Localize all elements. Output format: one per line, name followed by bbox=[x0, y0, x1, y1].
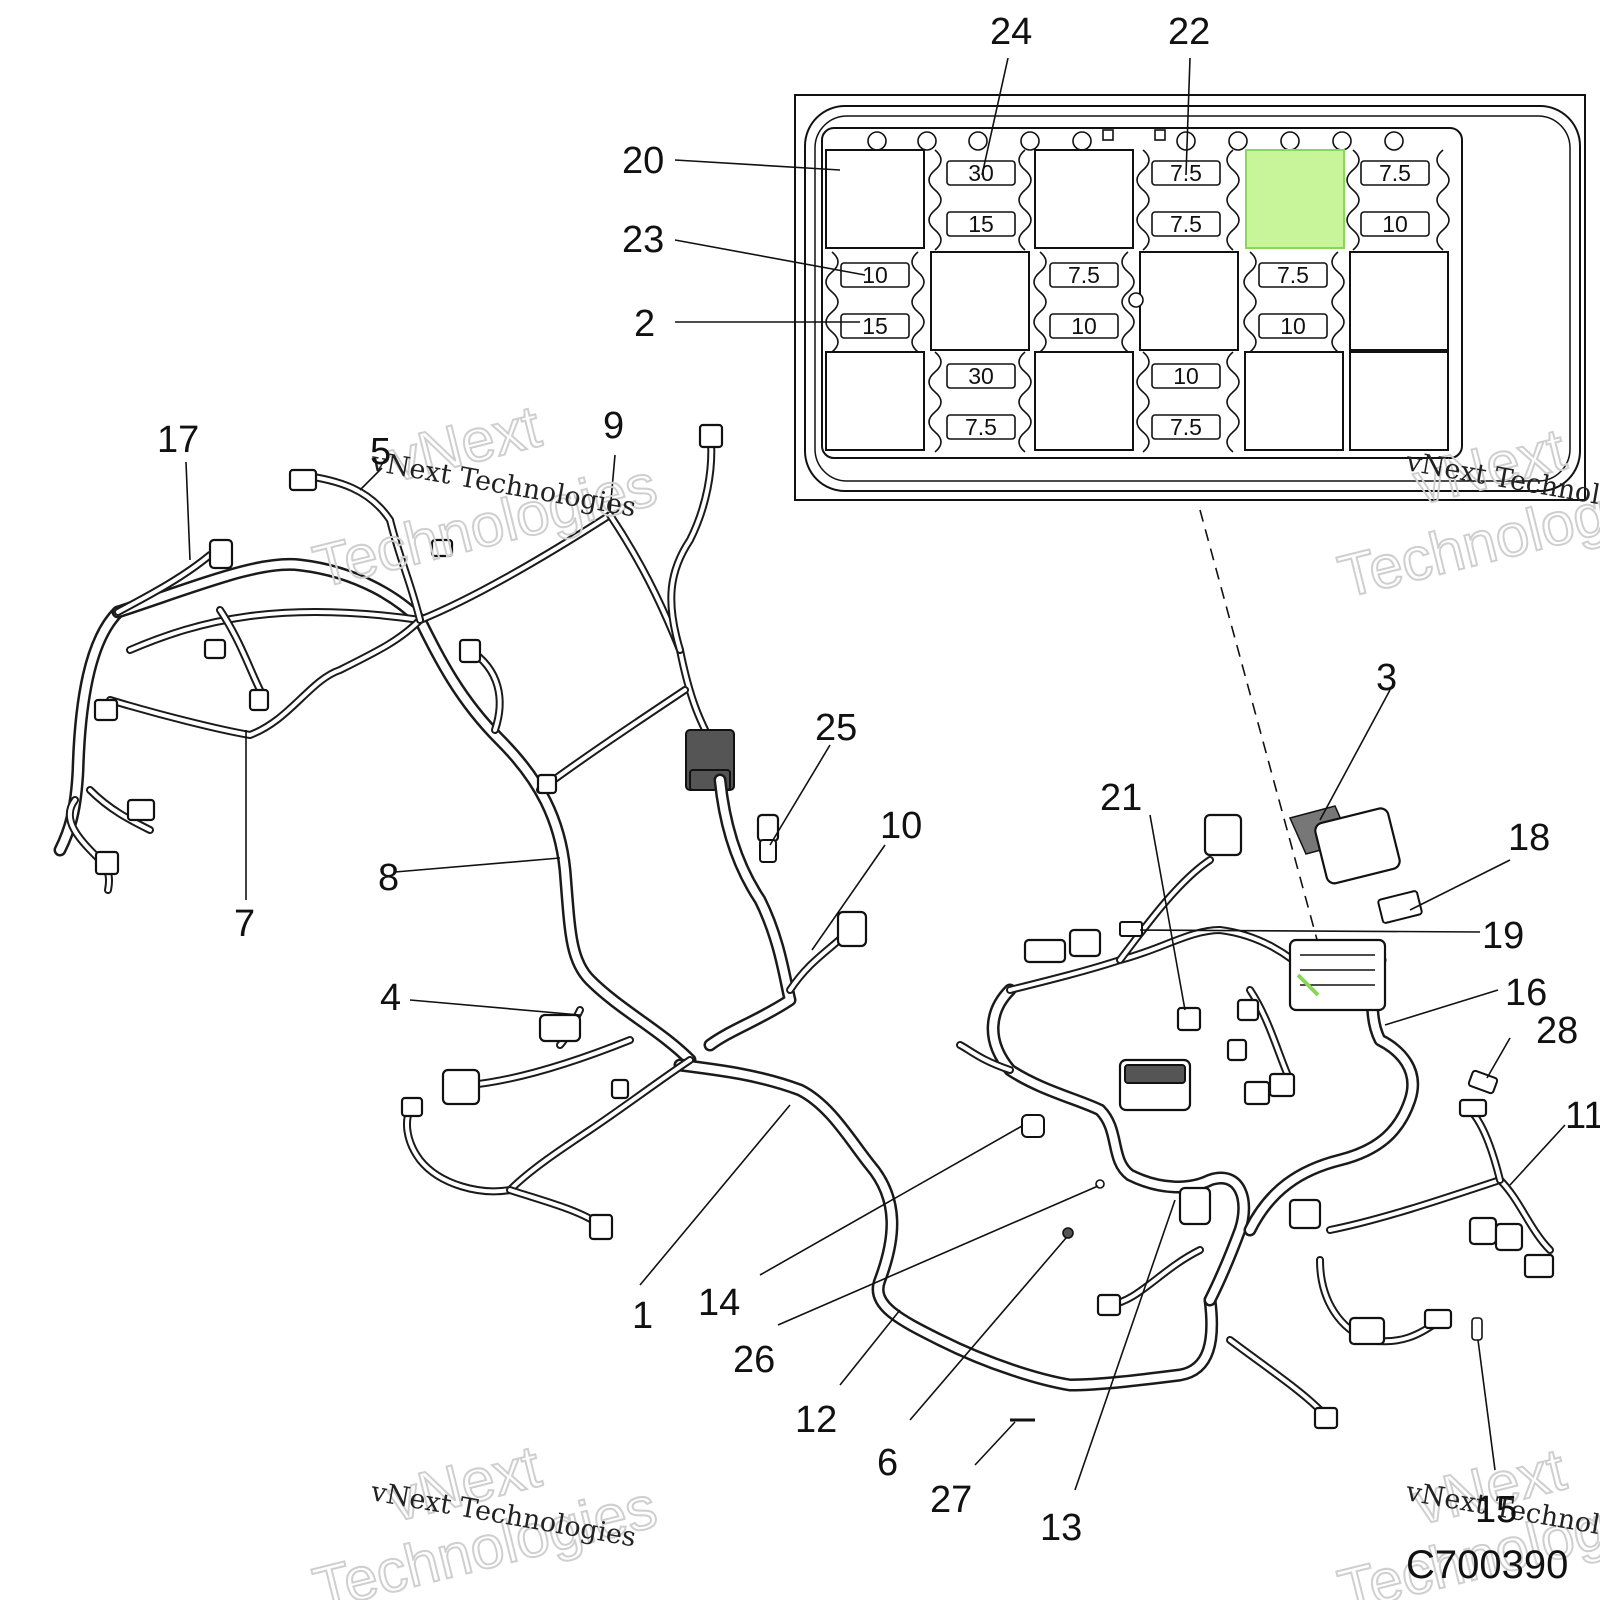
callout-21: 21 bbox=[1100, 777, 1142, 819]
callout-14: 14 bbox=[698, 1282, 740, 1324]
callout-24: 24 bbox=[990, 11, 1032, 53]
part-28-cap bbox=[1467, 1069, 1499, 1095]
fuse-label-12: 10 bbox=[1280, 313, 1306, 339]
callout-8: 8 bbox=[378, 857, 399, 899]
callout-11: 11 bbox=[1565, 1095, 1600, 1137]
fuse-label-11: 7.5 bbox=[1277, 262, 1309, 288]
inset-locator-line bbox=[1199, 509, 1323, 959]
callout-4: 4 bbox=[380, 977, 401, 1019]
fuse-label-13: 30 bbox=[968, 363, 994, 389]
callout-16: 16 bbox=[1505, 972, 1547, 1014]
fuse-box-peg bbox=[1128, 292, 1144, 308]
part-6-nut bbox=[1062, 1227, 1074, 1239]
callout-22: 22 bbox=[1168, 11, 1210, 53]
callout-2: 2 bbox=[634, 303, 655, 345]
harness-fuse-box bbox=[1288, 938, 1387, 1012]
part-25-connector bbox=[759, 839, 777, 863]
relay-sockets bbox=[825, 149, 1449, 451]
callout-17: 17 bbox=[157, 419, 199, 461]
callout-23: 23 bbox=[622, 219, 664, 261]
callout-18: 18 bbox=[1508, 817, 1550, 859]
fuse-label-8: 15 bbox=[862, 313, 888, 339]
callout-15: 15 bbox=[1475, 1489, 1517, 1531]
upper-left-harness bbox=[53, 423, 735, 1067]
fuse-label-9: 7.5 bbox=[1068, 262, 1100, 288]
callout-28: 28 bbox=[1536, 1010, 1578, 1052]
diagram-code: C700390 bbox=[1406, 1543, 1568, 1587]
callout-10: 10 bbox=[880, 805, 922, 847]
callout-20: 20 bbox=[622, 140, 664, 182]
fuse-label-1: 30 bbox=[968, 160, 994, 186]
callout-25: 25 bbox=[815, 707, 857, 749]
fuse-14 bbox=[946, 414, 1016, 440]
fuse-label-7: 10 bbox=[862, 262, 888, 288]
fuse-label-4: 7.5 bbox=[1170, 211, 1202, 237]
fuse-label-16: 7.5 bbox=[1170, 414, 1202, 440]
fuse-label-6: 10 bbox=[1382, 211, 1408, 237]
center-harness bbox=[400, 773, 1219, 1392]
fuse-label-15: 10 bbox=[1173, 363, 1199, 389]
fuse-12 bbox=[1258, 313, 1328, 339]
fuse-15 bbox=[1151, 363, 1221, 389]
callout-19: 19 bbox=[1482, 915, 1524, 957]
leader-lines bbox=[185, 57, 1566, 1491]
callout-12: 12 bbox=[795, 1399, 837, 1441]
part-3-cover bbox=[1314, 807, 1401, 885]
part-14-grommet bbox=[1021, 1114, 1045, 1138]
callout-1: 1 bbox=[632, 1295, 653, 1337]
callout-6: 6 bbox=[877, 1442, 898, 1484]
fuse-4 bbox=[1151, 211, 1221, 237]
callout-13: 13 bbox=[1040, 1507, 1082, 1549]
callout-3: 3 bbox=[1376, 657, 1397, 699]
part-19-fuse bbox=[1119, 921, 1143, 937]
callout-26: 26 bbox=[733, 1339, 775, 1381]
fuse-box-outer bbox=[804, 105, 1581, 492]
fuse-6 bbox=[1360, 211, 1430, 237]
callout-9: 9 bbox=[603, 405, 624, 447]
fuse-8 bbox=[840, 313, 910, 339]
callout-27: 27 bbox=[930, 1479, 972, 1521]
fuse-1 bbox=[946, 160, 1016, 186]
fuse-slot-columns bbox=[825, 149, 1450, 453]
callout-numbers: 1 2 3 4 5 6 7 8 9 10 11 12 13 14 15 16 1… bbox=[157, 11, 1600, 1549]
fuse-5 bbox=[1360, 160, 1430, 186]
fuse-11 bbox=[1258, 262, 1328, 288]
callout-5: 5 bbox=[370, 431, 391, 473]
fuse-16 bbox=[1151, 414, 1221, 440]
fuse-label-2: 15 bbox=[968, 211, 994, 237]
fuse-label-14: 7.5 bbox=[965, 414, 997, 440]
fuse-10 bbox=[1049, 313, 1119, 339]
fuse-box-rim bbox=[814, 115, 1571, 482]
callout-7: 7 bbox=[234, 903, 255, 945]
part-15-terminal bbox=[1471, 1317, 1483, 1341]
fuse-7 bbox=[840, 262, 910, 288]
part-18-relay bbox=[1377, 890, 1423, 924]
fuse-9 bbox=[1049, 262, 1119, 288]
watermarks: vNext Technologies vNext Technologies vN… bbox=[306, 391, 1600, 1600]
right-harness bbox=[956, 813, 1555, 1430]
fuse-label-5: 7.5 bbox=[1379, 160, 1411, 186]
part-21-relay bbox=[1176, 1006, 1202, 1032]
fuse-box-inner bbox=[821, 127, 1463, 459]
fuse-2 bbox=[946, 211, 1016, 237]
fuse-label-10: 10 bbox=[1071, 313, 1097, 339]
loose-parts bbox=[759, 805, 1499, 1422]
fuse-13 bbox=[946, 363, 1016, 389]
